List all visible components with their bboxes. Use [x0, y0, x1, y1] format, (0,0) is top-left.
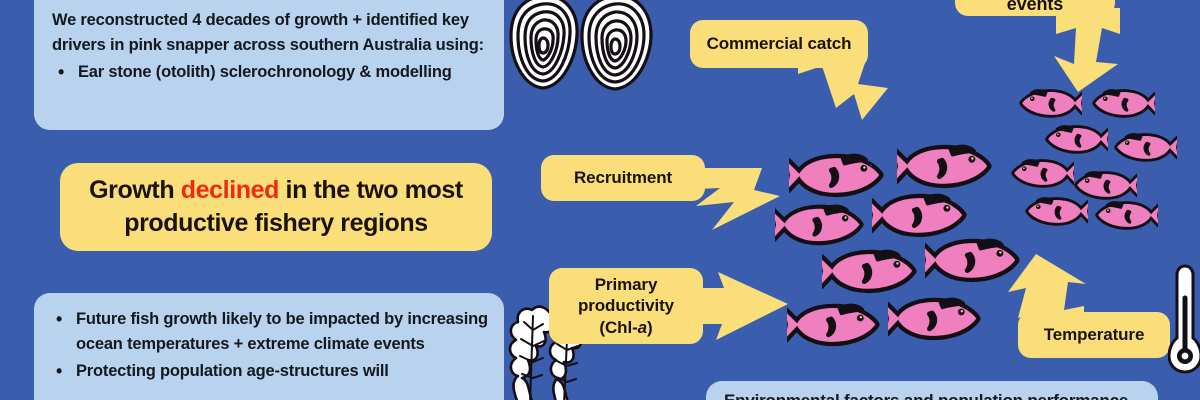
pp-line-2: productivity — [577, 296, 675, 316]
pp-line-3-suffix: ) — [647, 317, 653, 337]
pink-snapper-fish-icon — [1091, 88, 1159, 124]
arrow-icon — [1044, 8, 1130, 92]
outcomes-panel: Future fish growth likely to be impacted… — [34, 293, 504, 400]
thermometer-icon — [1167, 262, 1200, 374]
headline-after: in the two most productive fishery regio… — [124, 175, 463, 237]
intro-panel: We reconstructed 4 decades of growth + i… — [34, 0, 504, 130]
pink-snapper-fish-icon — [1010, 158, 1078, 194]
pink-snapper-fish-icon — [780, 302, 881, 353]
callout-commercial-catch[interactable]: Commercial catch — [690, 20, 868, 68]
pink-snapper-fish-icon — [815, 248, 918, 300]
headline-panel: Growth declined in the two most producti… — [60, 163, 492, 251]
intro-bullet-list: Ear stone (otolith) sclerochronology & m… — [52, 59, 484, 86]
outcomes-bullet-item: Protecting population age-structures wil… — [56, 358, 488, 385]
pink-snapper-fish-icon — [1113, 132, 1181, 168]
callout-label: Commercial catch — [706, 34, 852, 54]
intro-lead-text: We reconstructed 4 decades of growth + i… — [52, 11, 484, 55]
callout-label: Temperature — [1043, 325, 1145, 345]
headline-accent-word: declined — [180, 175, 280, 204]
callout-extreme-climate-events[interactable]: events — [955, 0, 1115, 16]
pp-line-1: Primary — [594, 275, 658, 295]
pink-snapper-fish-icon — [918, 237, 1021, 289]
pink-snapper-fish-icon — [1073, 170, 1141, 206]
intro-bullet-item: Ear stone (otolith) sclerochronology & m… — [58, 59, 484, 86]
pink-snapper-fish-icon — [1094, 200, 1162, 236]
arrow-icon — [694, 272, 790, 340]
pink-snapper-fish-icon — [1018, 88, 1086, 124]
pink-snapper-fish-icon — [890, 143, 993, 195]
callout-label: events — [1006, 0, 1064, 14]
callout-temperature[interactable]: Temperature — [1018, 312, 1170, 358]
outcomes-bullet-item: Future fish growth likely to be impacted… — [56, 306, 488, 357]
headline-text: Growth declined in the two most producti… — [76, 174, 476, 241]
pink-snapper-fish-icon — [865, 192, 968, 244]
pink-snapper-fish-icon — [782, 152, 885, 204]
pink-snapper-fish-icon — [769, 203, 865, 252]
pp-line-3-prefix: (Chl- — [599, 317, 638, 337]
headline-before: Growth — [89, 175, 181, 204]
callout-recruitment[interactable]: Recruitment — [541, 155, 705, 201]
outcomes-bullet-list: Future fish growth likely to be impacted… — [50, 306, 488, 385]
caption-text: Environmental factors and population per… — [724, 391, 1128, 400]
pp-line-3-italic: a — [637, 317, 647, 337]
pink-snapper-fish-icon — [1044, 124, 1112, 160]
caption-panel: Environmental factors and population per… — [706, 381, 1158, 400]
otolith-growth-rings-icon — [503, 0, 663, 98]
pink-snapper-fish-icon — [1024, 196, 1092, 232]
callout-label: Recruitment — [573, 168, 673, 188]
pink-snapper-fish-icon — [881, 296, 982, 347]
